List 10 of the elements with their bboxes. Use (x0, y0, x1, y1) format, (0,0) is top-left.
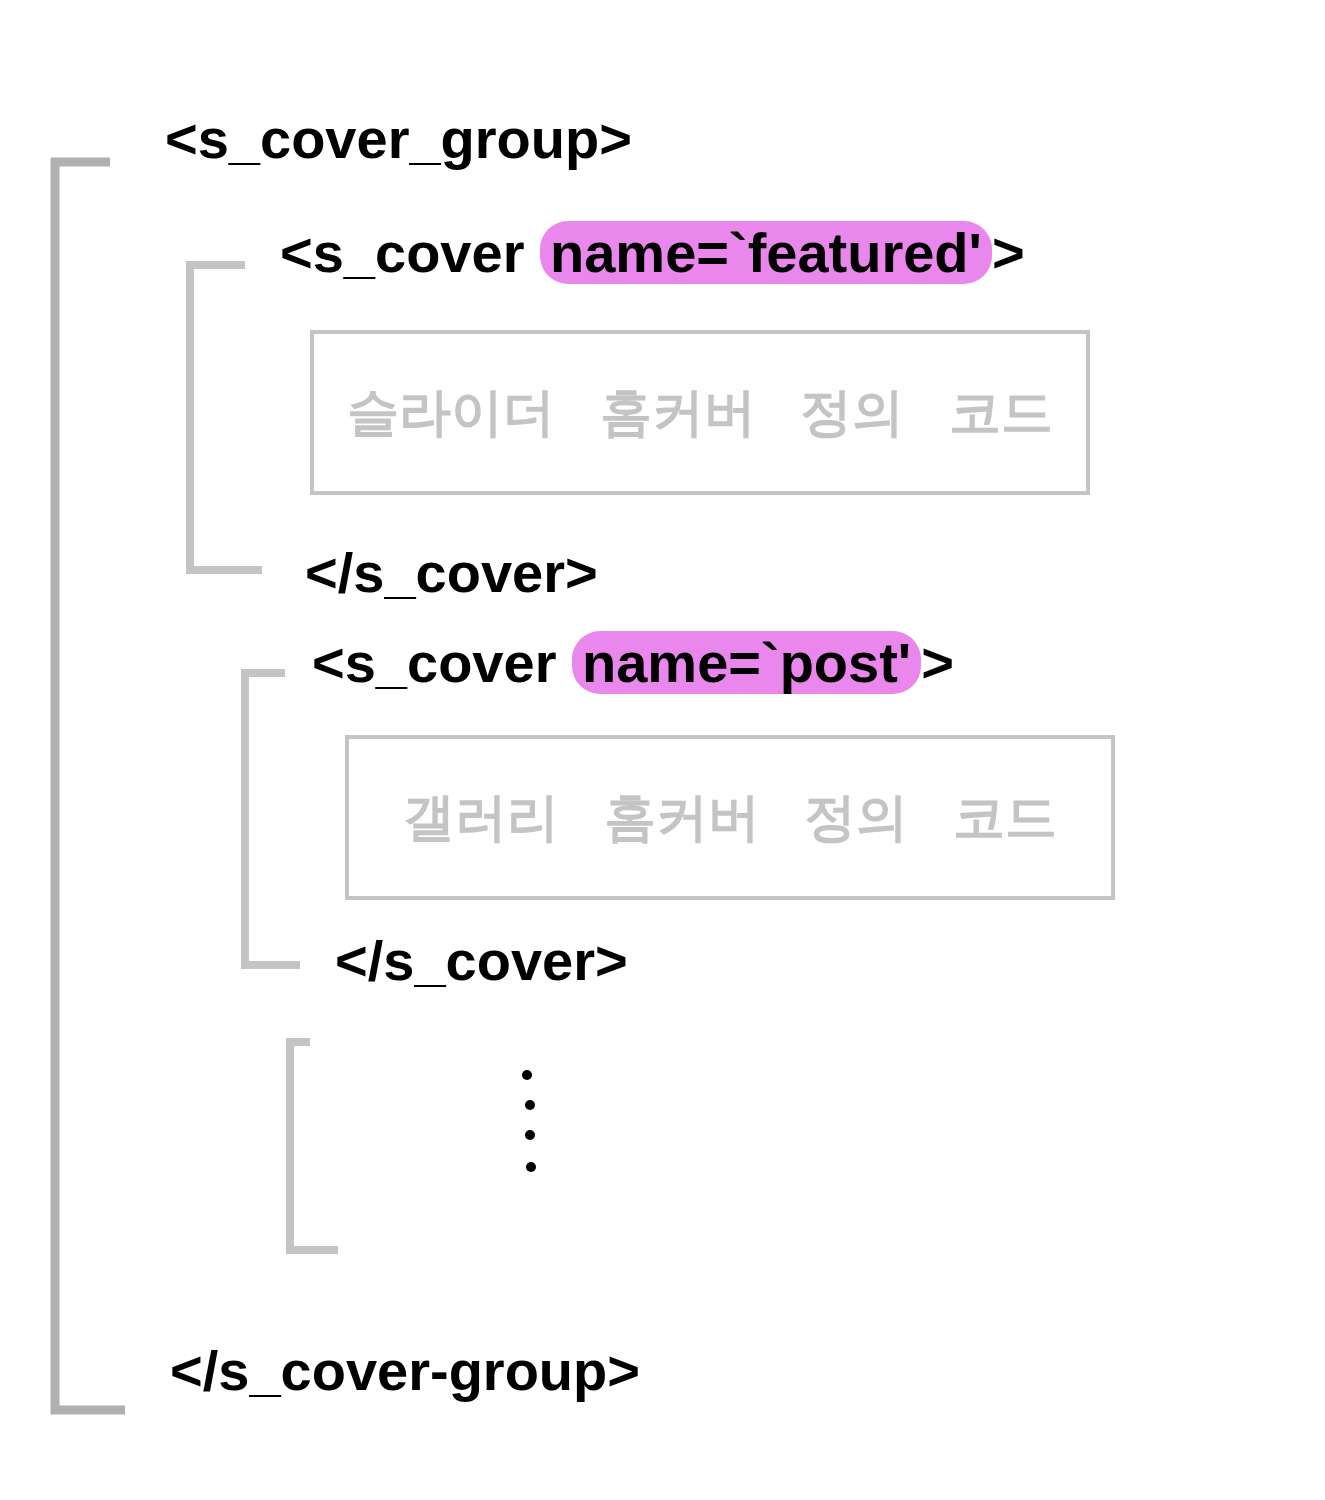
tag-text: </s_cover> (335, 930, 628, 992)
placeholder-text: 슬라이더 홈커버 정의 코드 (347, 381, 1053, 443)
tag-text: </s_cover> (305, 542, 598, 604)
code-box (310, 330, 1090, 495)
tag-text: <s_cover name=`post'> (312, 632, 954, 694)
placeholder-text: 갤러리 홈커버 정의 코드 (403, 786, 1057, 848)
code-box (345, 735, 1115, 900)
tag-text: <s_cover_group> (165, 108, 632, 170)
tag-text: </s_cover-group> (170, 1340, 640, 1402)
tag-text: <s_cover name=`featured'> (280, 222, 1025, 284)
